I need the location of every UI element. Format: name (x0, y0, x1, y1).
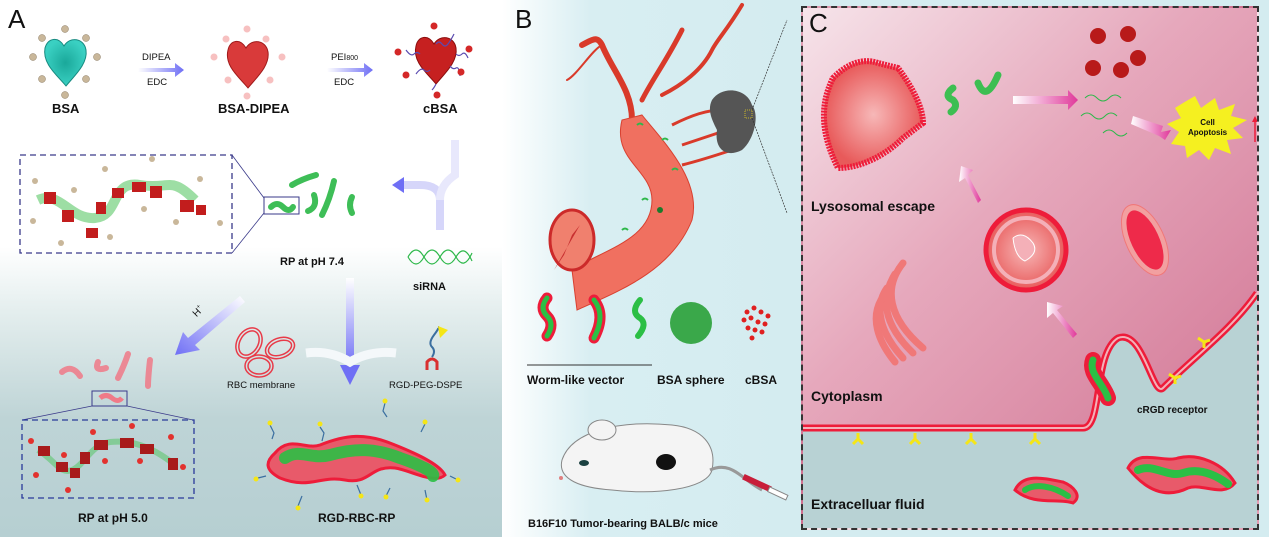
panel-b: B (502, 0, 798, 537)
arrow-down-assembly (340, 365, 360, 385)
label-rgd-peg-dspe: RGD-PEG-DSPE (389, 380, 463, 391)
cbsa-dots-icon (741, 305, 771, 341)
panel-letter-b: B (515, 4, 533, 34)
extracellular-particle-large (1126, 455, 1237, 495)
zoom-select-box (263, 196, 300, 215)
bsa-dipea-protein-icon (210, 25, 286, 100)
tumor-icon (709, 90, 756, 154)
panel-letter-a: A (8, 4, 26, 34)
label-cbsa-b: cBSA (745, 373, 778, 387)
label-bsa-sphere: BSA sphere (657, 373, 725, 387)
label-rgd-rbc-rp: RGD-RBC-RP (318, 511, 396, 525)
label-mice: B16F10 Tumor-bearing BALB/c mice (528, 518, 718, 530)
label-cell-apoptosis: Cell Apoptosis (1188, 118, 1228, 137)
label-bsa-dipea: BSA-DIPEA (218, 101, 290, 116)
blood-flow-arrow (554, 225, 580, 270)
label-dipea-reagent: DIPEA (142, 52, 171, 63)
worm-vector-rbc (588, 294, 606, 344)
label-rbc-membrane: RBC membrane (227, 380, 296, 391)
golgi-apparatus (872, 259, 927, 366)
mouse-icon (559, 419, 763, 493)
label-sirna: siRNA (413, 281, 447, 293)
bsa-protein-icon (29, 25, 101, 99)
cell-box: C Lysosomal escape Cell Apoptosis Cytopl… (801, 6, 1259, 530)
apoptosis-star (1167, 96, 1247, 160)
rp-ph50-inset-box (21, 419, 195, 499)
label-worm-like-vector: Worm-like vector (527, 373, 625, 387)
label-bsa: BSA (52, 101, 80, 116)
panel-c-graphics (803, 26, 1257, 528)
label-rp-ph50: RP at pH 5.0 (78, 511, 148, 525)
rp-worms-pink (59, 351, 153, 389)
vessel-opening (548, 208, 596, 272)
label-rp-ph74: RP at pH 7.4 (280, 256, 344, 268)
lysosome-burst (820, 58, 927, 172)
panel-letter-c: C (809, 8, 828, 38)
cbsa-cluster (1085, 26, 1146, 78)
rp-complex-structure (30, 156, 223, 246)
label-extracellular-fluid: Extracelluar fluid (811, 496, 925, 512)
panel-a-graphics (19, 22, 473, 511)
label-pei-reagent: PEI800 (331, 52, 358, 63)
merge-arrow-sirna (392, 140, 459, 230)
label-cbsa: cBSA (423, 101, 458, 116)
panel-b-graphics (527, 3, 789, 501)
crgd-receptors (851, 336, 1211, 446)
rgd-peg-dspe-icon (425, 326, 448, 370)
arrow-apoptosis (1131, 116, 1171, 140)
blood-vessel-main (571, 114, 694, 311)
bsa-sphere-icon (670, 302, 712, 344)
rbc-membrane-icon (235, 327, 296, 378)
rgd-rbc-rp-particle (253, 398, 461, 511)
worm-vector-bare (632, 297, 647, 339)
arrow-endocytosis (1047, 302, 1077, 338)
blood-vessel-branches (566, 3, 744, 123)
rp-worms-green (268, 172, 355, 218)
cbsa-protein-icon (394, 22, 473, 99)
arrow-pei (327, 63, 373, 77)
sirna-helix-icon (407, 249, 473, 265)
syringe-icon (742, 473, 789, 501)
worm-vector-rgd-rbc (537, 292, 557, 342)
extracellular-particle-small (1013, 476, 1079, 505)
sirna-fragments (1080, 94, 1128, 137)
label-cytoplasm: Cytoplasm (811, 388, 883, 404)
arrow-escape (959, 166, 981, 203)
arrow-dipea (138, 63, 184, 77)
label-crgd-receptor: cRGD receptor (1137, 405, 1208, 416)
arrow-proton (175, 296, 245, 355)
panel-a: A (0, 0, 502, 537)
panel-c: C Lysosomal escape Cell Apoptosis Cytopl… (798, 0, 1269, 537)
arrow-release (1013, 90, 1078, 110)
rp-ph50-structure (28, 423, 186, 493)
label-lysosomal-escape: Lysosomal escape (811, 198, 935, 214)
label-edc-2: EDC (334, 77, 355, 88)
label-edc-1: EDC (147, 77, 168, 88)
